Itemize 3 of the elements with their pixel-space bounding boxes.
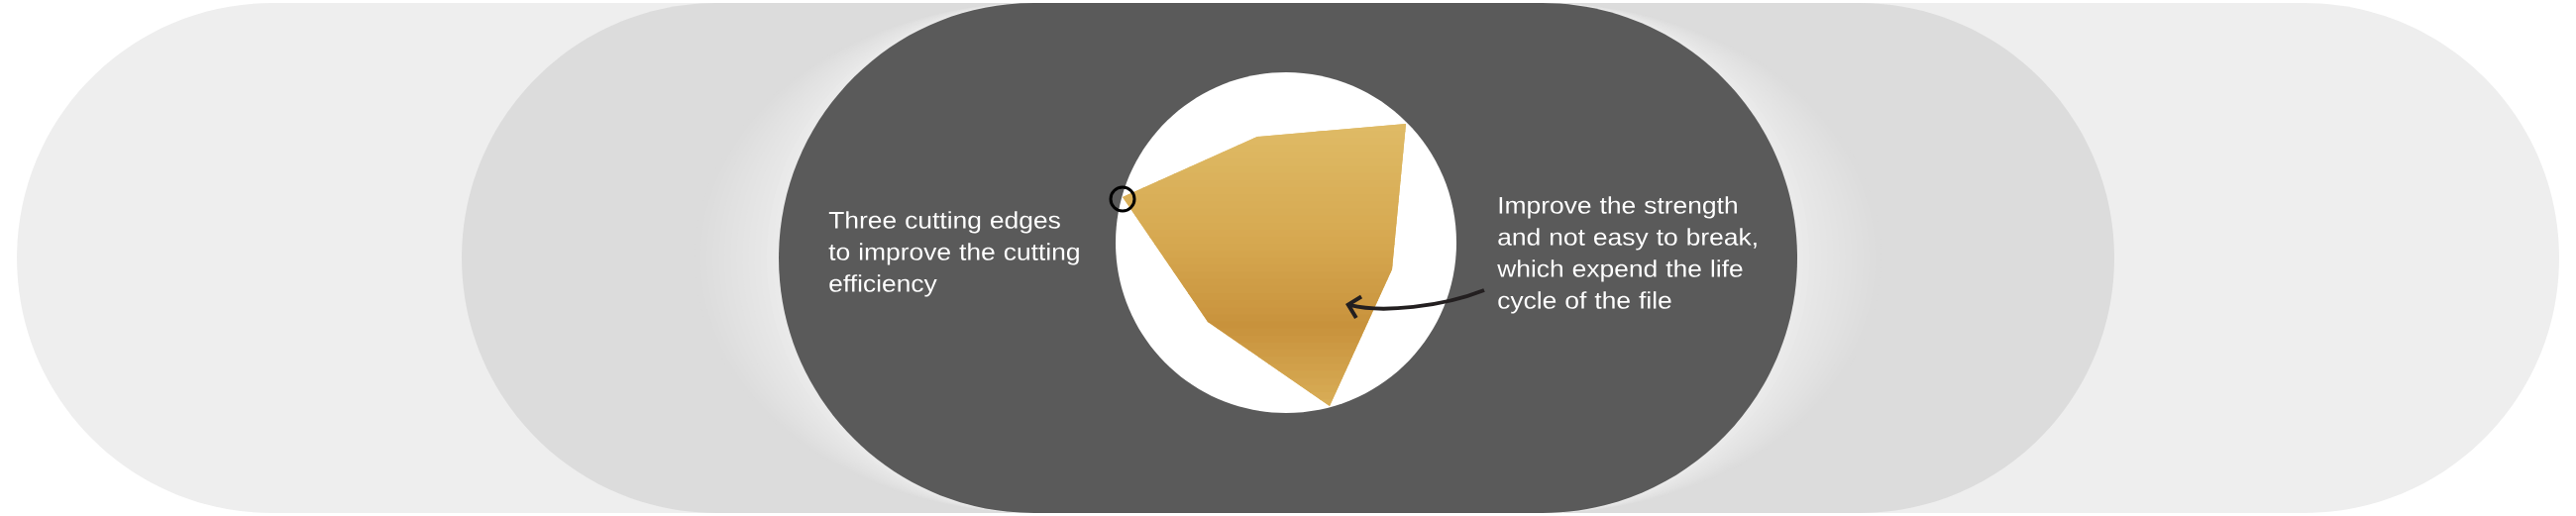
paragraph: Improve the strength and not easy to break, which expend the life cycle of the file [1497,196,1757,314]
polygon [1123,124,1406,406]
curved-arrow [1345,288,1485,319]
